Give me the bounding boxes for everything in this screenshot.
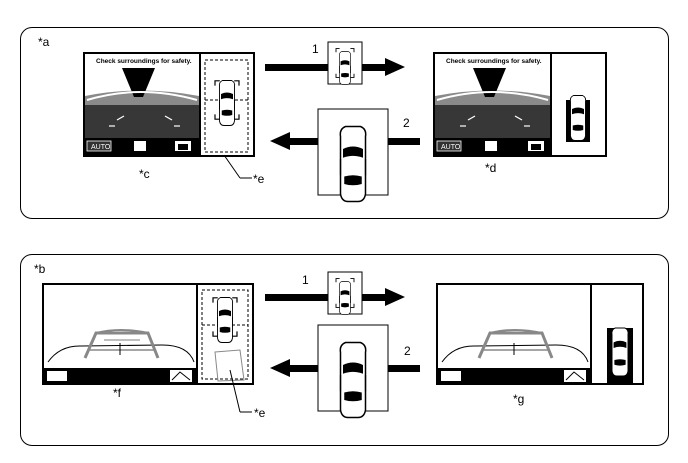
- screen-c: AUTO Check surroundings for safety.: [83, 52, 255, 157]
- arrow-forward-b-number: 1: [302, 273, 309, 287]
- arrow-back-b: [270, 324, 420, 419]
- screen-c-warning: Check surroundings for safety.: [96, 58, 192, 65]
- screen-c-auto-label: AUTO: [91, 144, 111, 151]
- arrow-forward-a-number: 1: [312, 42, 319, 56]
- callout-e-bottom: [229, 369, 252, 413]
- screen-d-auto-label: AUTO: [441, 144, 461, 151]
- screen-c-label: *c: [139, 167, 150, 181]
- arrow-back-a: [270, 108, 420, 203]
- arrow-back-a-number: 2: [403, 116, 410, 130]
- screen-f-label: *f: [113, 386, 122, 400]
- arrow-forward-a: [265, 41, 405, 85]
- callout-e-top: [223, 154, 252, 179]
- screen-g-label: *g: [513, 392, 525, 406]
- callout-e-top-label: *e: [253, 172, 265, 186]
- screen-f: [42, 283, 254, 385]
- callout-e-bottom-label: *e: [254, 406, 266, 420]
- panel-b-label: *b: [34, 262, 46, 276]
- screen-g: [436, 283, 644, 385]
- arrow-back-b-number: 2: [404, 344, 411, 358]
- screen-d-warning: Check surroundings for safety.: [446, 58, 542, 65]
- arrow-forward-b: [265, 271, 405, 315]
- panel-a-label: *a: [38, 35, 50, 49]
- screen-d: AUTO Check surroundings for safety.: [433, 52, 607, 157]
- screen-d-label: *d: [485, 161, 497, 175]
